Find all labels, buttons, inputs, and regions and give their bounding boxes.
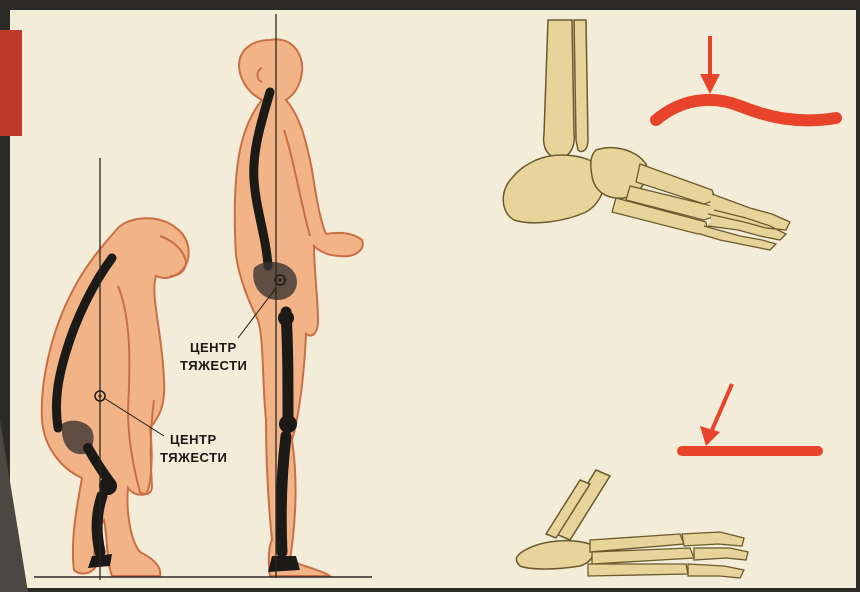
human-foot <box>268 556 300 572</box>
human-femur <box>286 312 288 418</box>
human-label-line1: ЦЕНТР <box>190 340 237 355</box>
human-tibia <box>281 436 286 552</box>
tibia-bone <box>544 20 575 158</box>
human-center-of-gravity-dot <box>279 279 282 282</box>
human-knee <box>279 415 297 433</box>
ape-label-line2: ТЯЖЕСТИ <box>160 450 227 465</box>
ape-label-line1: ЦЕНТР <box>170 432 217 447</box>
frame-accent <box>0 30 22 136</box>
human-femur-head <box>278 310 294 326</box>
ape-metatarsals <box>588 534 694 576</box>
fibula-bone <box>574 20 588 152</box>
human-label-line2: ТЯЖЕСТИ <box>180 358 247 373</box>
